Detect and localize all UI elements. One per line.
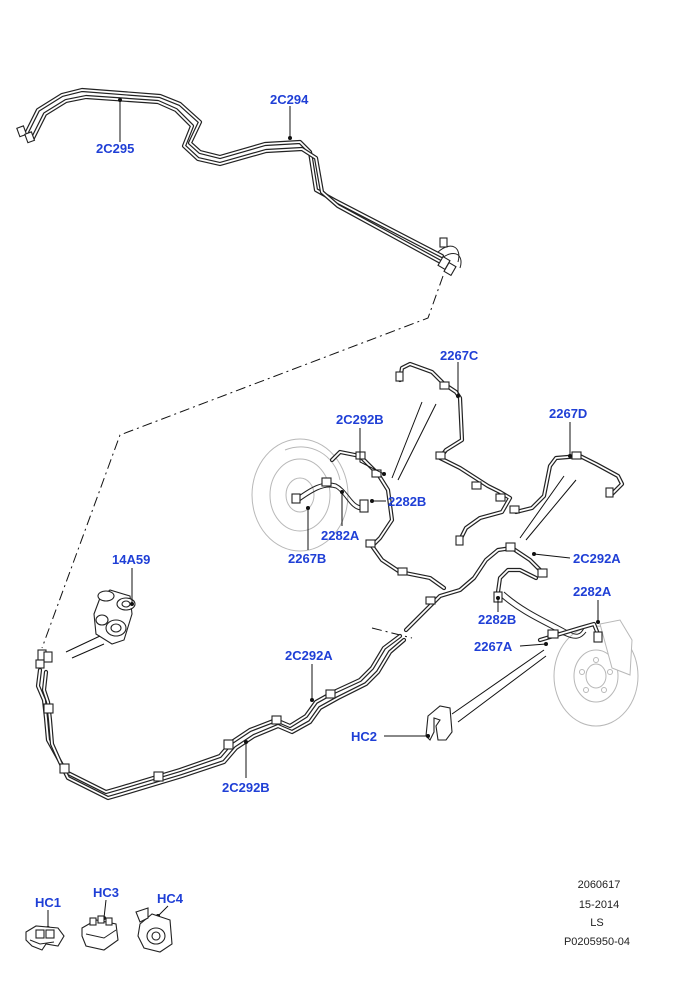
callout-2c292a-mid[interactable]: 2C292A — [285, 648, 333, 663]
brake-pipe-connector-14a59[interactable] — [93, 589, 136, 645]
callout-2267b[interactable]: 2267B — [288, 551, 326, 566]
long-rear-brake-pipe-b[interactable] — [35, 637, 407, 801]
reference-date: 15-2014 — [579, 899, 619, 911]
rear-left-brake-pipe[interactable] — [395, 361, 513, 546]
callout-2267c[interactable]: 2267C — [440, 348, 479, 363]
hc2-clip-part[interactable] — [425, 705, 453, 741]
callout-14a59[interactable]: 14A59 — [112, 552, 150, 567]
callout-hc4[interactable]: HC4 — [157, 891, 184, 906]
reference-number: 2060617 — [578, 879, 621, 891]
callout-2267d[interactable]: 2267D — [549, 406, 587, 421]
connection-dash-line-2 — [371, 627, 413, 639]
callout-hc2[interactable]: HC2 — [351, 729, 377, 744]
rear-left-flex-hose[interactable] — [291, 477, 369, 513]
hc4-clip-part[interactable] — [135, 907, 173, 953]
callout-2c295[interactable]: 2C295 — [96, 141, 134, 156]
connection-dash-line — [41, 275, 444, 649]
front-to-rear-brake-pipe-assembly[interactable] — [16, 87, 462, 277]
hc3-clip-part[interactable] — [81, 915, 119, 951]
right-rear-brake-disc-ghost — [553, 619, 639, 727]
rear-cross-brake-pipe[interactable] — [403, 542, 548, 633]
callout-2282a-left[interactable]: 2282A — [321, 528, 360, 543]
hc1-clip-part[interactable] — [25, 925, 65, 951]
connector-pointer-lines — [65, 635, 105, 659]
callout-2282a-right[interactable]: 2282A — [573, 584, 612, 599]
reference-code: LS — [590, 917, 603, 929]
callout-2282b-right[interactable]: 2282B — [478, 612, 516, 627]
rear-right-brake-pipe[interactable] — [509, 451, 625, 515]
pointer-lines-2267d — [519, 475, 577, 541]
callout-2c294[interactable]: 2C294 — [270, 92, 309, 107]
callout-hc3[interactable]: HC3 — [93, 885, 119, 900]
long-rear-brake-pipe-a[interactable] — [35, 633, 403, 795]
callout-2282b-left[interactable]: 2282B — [388, 494, 426, 509]
reference-illustration-id: P0205950-04 — [564, 936, 630, 948]
callout-2267a[interactable]: 2267A — [474, 639, 513, 654]
hc2-pointer-lines — [451, 649, 547, 723]
pointer-lines-2267c — [391, 401, 437, 481]
callout-2c292b-top[interactable]: 2C292B — [336, 412, 384, 427]
callout-2c292b-bottom[interactable]: 2C292B — [222, 780, 270, 795]
callout-hc1[interactable]: HC1 — [35, 895, 61, 910]
callout-2c292a-right[interactable]: 2C292A — [573, 551, 621, 566]
rear-left-short-pipe[interactable] — [329, 449, 447, 591]
